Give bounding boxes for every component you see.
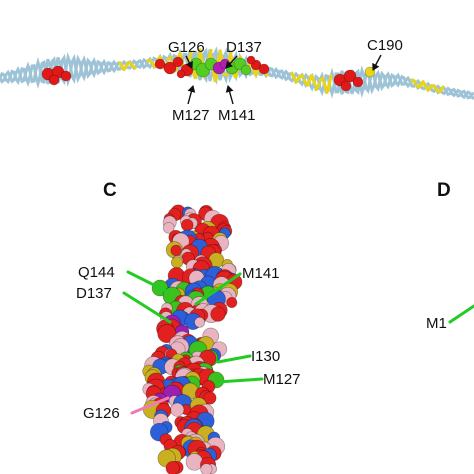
atom-sphere	[170, 256, 184, 269]
ribbon-yellow-segment	[186, 51, 193, 62]
atom-sphere	[165, 461, 180, 474]
ribbon-yellow-segment	[438, 85, 445, 94]
ribbon-yellow-segment	[150, 61, 157, 69]
atom-sphere	[210, 306, 226, 322]
ribbon-yellow-segment	[310, 74, 317, 87]
space-filling-model	[142, 204, 243, 474]
ribbon-residue-sphere	[154, 58, 166, 70]
ribbon-yellow-segment	[430, 84, 437, 89]
ribbon-yellow-segment	[126, 61, 133, 66]
atom-sphere	[203, 391, 217, 405]
atom-sphere	[226, 296, 238, 309]
arrow-c190	[372, 54, 382, 71]
ribbon-residue-sphere	[246, 55, 256, 65]
ribbon-residues	[41, 55, 376, 92]
model-label-q144: Q144	[78, 264, 115, 281]
ribbon-label-m141: M141	[218, 107, 256, 124]
space-filling-model-panel: Q144 M141 D137 I130 M127 G126	[76, 204, 301, 474]
pointer-m141	[194, 272, 242, 306]
ribbon-yellow-segment	[326, 74, 333, 93]
ribbon-residue-sphere	[343, 69, 357, 83]
model-label-m141: M141	[242, 265, 280, 282]
panel-d-partial: M1	[426, 304, 474, 332]
arrow-m127	[187, 85, 196, 105]
ribbon-label-m127: M127	[172, 107, 210, 124]
atom-sphere	[162, 221, 175, 234]
arrow-g126	[185, 55, 193, 69]
atom-sphere	[200, 463, 213, 474]
pointer-g126	[130, 396, 170, 415]
atom-sphere	[170, 402, 185, 417]
arrow-m141	[225, 85, 234, 105]
ribbon-yellow-segment	[414, 83, 421, 89]
pointer-i130	[216, 354, 252, 364]
ribbon-residue-sphere	[60, 70, 72, 82]
model-label-i130: I130	[251, 348, 280, 365]
ribbon-residue-sphere	[352, 76, 364, 88]
ribbon-yellow-segment	[318, 76, 325, 83]
ribbon-yellow-segment	[314, 82, 321, 92]
ribbon-residue-sphere	[240, 64, 252, 76]
atom-sphere	[170, 244, 182, 257]
ribbon-yellow-segment	[290, 71, 297, 81]
ribbon-yellow-segment	[118, 61, 125, 71]
ribbon-residue-sphere	[48, 74, 60, 86]
pointer-d137	[122, 291, 172, 324]
ribbon-yellow-segment	[410, 78, 417, 84]
ribbon-yellow-segment	[418, 80, 425, 88]
ribbon-label-c190: C190	[367, 37, 403, 54]
atom-sphere	[185, 453, 204, 471]
ribbon-label-g126: G126	[168, 39, 205, 56]
pointer-panel-d-m1	[448, 304, 474, 324]
ribbon-yellow-segment	[294, 76, 301, 84]
ribbon-residue-sphere	[258, 63, 270, 75]
ribbon-residue-sphere	[163, 61, 177, 75]
helix-ribbon-panel: G126 D137 C190 M127 M141	[0, 37, 474, 124]
ribbon-yellow-segment	[306, 74, 313, 87]
model-label-d137: D137	[76, 285, 112, 302]
ribbon-yellow-segment	[222, 72, 229, 77]
model-label-g126: G126	[83, 405, 120, 422]
pointer-m127	[216, 377, 264, 384]
ribbon-yellow-segment	[130, 63, 137, 70]
ribbon-yellow-segment	[426, 84, 433, 92]
arrow-d137	[225, 55, 238, 69]
panel-letter-c: C	[103, 180, 117, 201]
ribbon-residue-sphere	[340, 80, 352, 92]
panel-letter-d: D	[437, 180, 451, 201]
atom-sphere	[157, 324, 177, 344]
atom-sphere	[194, 316, 206, 328]
panel-d-label-m1: M1	[426, 315, 447, 332]
ribbon-residue-sphere	[176, 69, 186, 79]
ribbon-yellow-segment	[422, 81, 429, 90]
pointer-q144	[126, 270, 170, 294]
atom-sphere	[180, 218, 194, 232]
ribbon-residue-sphere	[172, 56, 184, 68]
ribbon-label-d137: D137	[226, 39, 262, 56]
ribbon-yellow-segment	[166, 55, 173, 62]
ribbon-yellow-segment	[122, 63, 129, 71]
model-label-m127: M127	[263, 371, 301, 388]
